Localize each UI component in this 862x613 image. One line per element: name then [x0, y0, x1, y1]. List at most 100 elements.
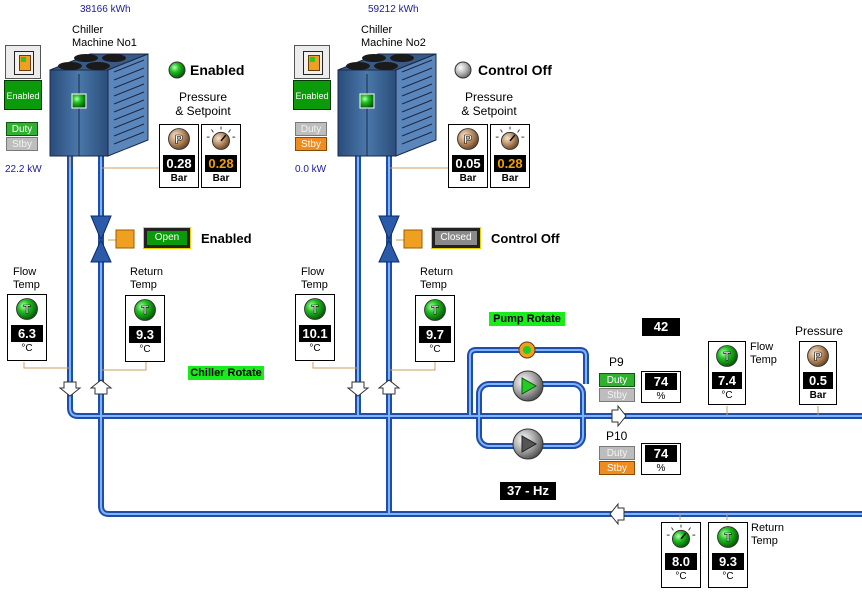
chiller-2-return-temp-sensor[interactable]: T 9.7 °C — [415, 295, 455, 362]
chiller-1-pressure-unit: Bar — [170, 173, 188, 184]
pump-p10-speed-value: 74 — [645, 445, 677, 462]
flow-down-arrow-2 — [346, 381, 370, 397]
chiller-2-stby-button[interactable]: Stby — [295, 137, 327, 151]
flow-up-arrow-2 — [377, 379, 401, 395]
pressure-icon: P — [457, 128, 479, 150]
temperature-icon: T — [134, 299, 156, 321]
chiller-2-unit[interactable] — [337, 53, 437, 157]
chiller-1-pressure-sensor[interactable]: P 0.28 Bar — [159, 124, 199, 188]
pump-p10-stby-button[interactable]: Stby — [599, 461, 635, 475]
chiller-1-name-line2: Machine No1 — [72, 37, 137, 49]
header-pressure-label: Pressure — [795, 324, 844, 338]
flow-right-arrow — [611, 404, 627, 428]
chiller-2-duty-button[interactable]: Duty — [295, 122, 327, 136]
return-header-label1: Return — [751, 522, 785, 534]
flow-up-arrow-1 — [89, 379, 113, 395]
chiller-1-return-temp-unit: °C — [139, 344, 151, 355]
header-pressure-unit: Bar — [809, 390, 827, 401]
chiller-1-flow-label1: Flow — [13, 266, 37, 278]
switch-icon — [14, 51, 34, 75]
chiller-2-pressure-value: 0.05 — [452, 155, 484, 172]
chiller-1-pressure-label2: & Setpoint — [175, 104, 231, 118]
valve-1-state-button[interactable]: Open — [143, 227, 191, 249]
chiller-2-flow-temp-value: 10.1 — [299, 325, 331, 342]
pump-p10-name: P10 — [606, 429, 628, 443]
chiller-2-return-temp-value: 9.7 — [419, 326, 451, 343]
svg-text:T: T — [311, 303, 319, 317]
chiller-1-status-lamp — [168, 61, 186, 79]
svg-text:T: T — [23, 303, 31, 317]
chiller-2-status-text: Control Off — [478, 62, 552, 78]
svg-text:T: T — [724, 531, 732, 545]
chiller-1-return-label1: Return — [130, 266, 164, 278]
chiller-1-power: 22.2 kW — [5, 164, 42, 175]
chiller-2-flow-label1: Flow — [301, 266, 325, 278]
header-flow-temp-value: 7.4 — [712, 372, 742, 389]
chiller-1-flow-label2: Temp — [13, 279, 40, 291]
chiller-1-return-temp-sensor[interactable]: T 9.3 °C — [125, 295, 165, 362]
pump-p10-speed-display: 74 % — [641, 443, 681, 475]
chiller-1-name-line1: Chiller — [72, 24, 104, 36]
chiller-1-status-text: Enabled — [190, 62, 245, 78]
chiller-2-name-line1: Chiller — [361, 24, 393, 36]
temperature-icon: T — [304, 298, 326, 320]
chiller-2-pressure-sensor[interactable]: P 0.05 Bar — [448, 124, 488, 188]
pump-p10-speed-unit: % — [656, 463, 666, 474]
pump-top-value: 42 — [642, 318, 680, 336]
setpoint-dial-icon — [666, 524, 696, 548]
setpoint-dial-icon — [206, 126, 236, 150]
return-header-temp-sensor[interactable]: T 9.3 °C — [708, 522, 748, 588]
chiller-1-duty-button[interactable]: Duty — [6, 122, 38, 136]
header-pressure-sensor[interactable]: P 0.5 Bar — [799, 341, 837, 405]
chiller-1-pressure-label1: Pressure — [178, 90, 228, 104]
chiller-2-flow-temp-unit: °C — [309, 343, 321, 354]
pressure-icon: P — [807, 345, 829, 367]
valve-2-status-text: Control Off — [491, 231, 560, 246]
pump-frequency: 37 - Hz — [500, 482, 556, 500]
chiller-1-setpoint-sensor[interactable]: 0.28 Bar — [201, 124, 241, 188]
valve-1[interactable] — [90, 215, 135, 263]
pump-p9-speed-unit: % — [656, 391, 666, 402]
svg-text:T: T — [431, 304, 439, 318]
pump-p9-stby-button[interactable]: Stby — [599, 388, 635, 402]
return-setpoint-unit: °C — [675, 571, 687, 582]
return-header-temp-unit: °C — [722, 571, 734, 582]
chiller-2-control-switch[interactable] — [294, 45, 330, 79]
return-setpoint-sensor[interactable]: 8.0 °C — [661, 522, 701, 588]
switch-icon — [303, 51, 323, 75]
chiller-2-return-label2: Temp — [420, 279, 447, 291]
chiller-1-stby-button[interactable]: Stby — [6, 137, 38, 151]
valve-2-state-button[interactable]: Closed — [431, 227, 481, 249]
svg-text:P: P — [814, 350, 822, 364]
chiller-2-setpoint-unit: Bar — [501, 173, 519, 184]
chiller-2-flow-temp-sensor[interactable]: T 10.1 °C — [295, 294, 335, 361]
chiller-2-pressure-unit: Bar — [459, 173, 477, 184]
pump-p9-duty-button[interactable]: Duty — [599, 373, 635, 387]
pump-p9-icon[interactable] — [512, 370, 544, 402]
chiller-1-setpoint-unit: Bar — [212, 173, 230, 184]
pump-rotate-label[interactable]: Pump Rotate — [489, 312, 565, 326]
valve-2[interactable] — [378, 215, 423, 263]
header-flow-label1: Flow — [750, 341, 774, 353]
return-header-label2: Temp — [751, 535, 778, 547]
chiller-2-pressure-label1: Pressure — [464, 90, 514, 104]
pump-p9-name: P9 — [609, 355, 624, 369]
chiller-2-pressure-label2: & Setpoint — [461, 104, 517, 118]
temperature-icon: T — [424, 299, 446, 321]
chiller-2-setpoint-sensor[interactable]: 0.28 Bar — [490, 124, 530, 188]
chiller-1-control-switch[interactable] — [5, 45, 41, 79]
chiller-rotate-label[interactable]: Chiller Rotate — [188, 366, 264, 380]
pump-p10-icon[interactable] — [512, 428, 544, 460]
chiller-1-enabled-badge[interactable]: Enabled — [4, 80, 42, 110]
pump-p10-duty-button[interactable]: Duty — [599, 446, 635, 460]
chiller-1-unit[interactable] — [49, 53, 149, 157]
pressure-icon: P — [168, 128, 190, 150]
header-flow-temp-sensor[interactable]: T 7.4 °C — [708, 341, 746, 405]
chiller-2-enabled-badge[interactable]: Enabled — [293, 80, 331, 110]
chiller-1-return-temp-value: 9.3 — [129, 326, 161, 343]
chiller-2-return-temp-unit: °C — [429, 344, 441, 355]
chiller-1-flow-temp-sensor[interactable]: T 6.3 °C — [7, 294, 47, 361]
chiller-2-return-label1: Return — [420, 266, 454, 278]
chiller-1-pressure-value: 0.28 — [163, 155, 195, 172]
chiller-1-setpoint-value: 0.28 — [205, 155, 237, 172]
